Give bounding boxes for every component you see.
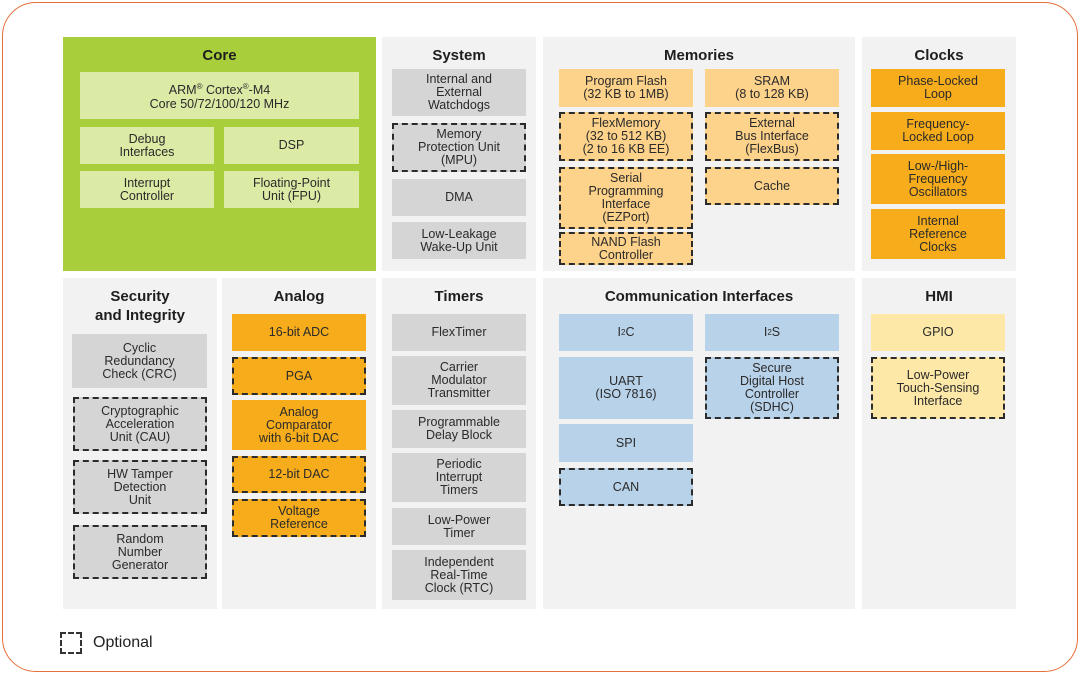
block-mpu: Memory Protection Unit (MPU) bbox=[392, 123, 526, 172]
block-pit: Periodic Interrupt Timers bbox=[392, 453, 526, 502]
block-llwu: Low-Leakage Wake-Up Unit bbox=[392, 222, 526, 259]
cortex-word: Cortex bbox=[202, 83, 243, 98]
block-cache: Cache bbox=[705, 167, 839, 205]
block-interrupt-controller: Interrupt Controller bbox=[80, 171, 214, 208]
block-uart: UART (ISO 7816) bbox=[559, 357, 693, 419]
block-voltage-reference: Voltage Reference bbox=[232, 499, 366, 537]
cortex-m4: -M4 bbox=[248, 83, 271, 98]
block-can: CAN bbox=[559, 468, 693, 506]
block-rng: Random Number Generator bbox=[73, 525, 207, 579]
i2s-s: S bbox=[771, 325, 781, 339]
block-gpio: GPIO bbox=[871, 314, 1005, 351]
block-pdb: Programmable Delay Block bbox=[392, 410, 526, 448]
panel-title-analog: Analog bbox=[273, 288, 325, 305]
panel-title-security: Security and Integrity bbox=[94, 288, 185, 324]
block-flexbus: External Bus Interface (FlexBus) bbox=[705, 112, 839, 161]
panel-clocks: Clocks Phase-Locked Loop Frequency- Lock… bbox=[862, 37, 1016, 271]
block-dsp: DSP bbox=[224, 127, 359, 164]
block-spi: SPI bbox=[559, 424, 693, 462]
block-internal-reference-clocks: Internal Reference Clocks bbox=[871, 209, 1005, 259]
block-debug-interfaces: Debug Interfaces bbox=[80, 127, 214, 164]
panel-memories: Memories Program Flash (32 KB to 1MB) SR… bbox=[543, 37, 855, 271]
panel-timers: Timers FlexTimer Carrier Modulator Trans… bbox=[382, 278, 536, 609]
panel-title-memories: Memories bbox=[663, 47, 735, 64]
block-program-flash: Program Flash (32 KB to 1MB) bbox=[559, 69, 693, 107]
block-cmt: Carrier Modulator Transmitter bbox=[392, 356, 526, 405]
panel-title-communication: Communication Interfaces bbox=[604, 288, 794, 305]
block-hw-tamper: HW Tamper Detection Unit bbox=[73, 460, 207, 514]
panel-hmi: HMI GPIO Low-Power Touch-Sensing Interfa… bbox=[862, 278, 1016, 609]
i2c-i: I bbox=[617, 325, 621, 339]
panel-title-clocks: Clocks bbox=[914, 47, 964, 64]
i2c-sup: 2 bbox=[621, 328, 626, 337]
block-sdhc: Secure Digital Host Controller (SDHC) bbox=[705, 357, 839, 419]
block-analog-comparator: Analog Comparator with 6-bit DAC bbox=[232, 400, 366, 450]
block-ezport: Serial Programming Interface (EZPort) bbox=[559, 167, 693, 229]
legend-optional-label: Optional bbox=[93, 634, 153, 651]
cortex-reg-2: ® bbox=[242, 82, 249, 92]
block-12bit-dac: 12-bit DAC bbox=[232, 456, 366, 493]
block-cortex-m4: ARM® Cortex®-M4 Core 50/72/100/120 MHz bbox=[80, 72, 359, 119]
block-low-power-timer: Low-Power Timer bbox=[392, 508, 526, 545]
block-watchdogs: Internal and External Watchdogs bbox=[392, 69, 526, 116]
block-touch-sensing: Low-Power Touch-Sensing Interface bbox=[871, 357, 1005, 419]
panel-title-timers: Timers bbox=[434, 288, 484, 305]
block-16bit-adc: 16-bit ADC bbox=[232, 314, 366, 351]
i2s-i: I bbox=[763, 325, 768, 339]
block-pll: Phase-Locked Loop bbox=[871, 69, 1005, 107]
panel-security: Security and Integrity Cyclic Redundancy… bbox=[63, 278, 217, 609]
block-flextimer: FlexTimer bbox=[392, 314, 526, 351]
legend: Optional bbox=[60, 631, 153, 655]
i2c-c: C bbox=[625, 325, 635, 339]
cortex-arm: ARM bbox=[168, 83, 197, 98]
legend-optional-swatch bbox=[60, 632, 82, 654]
cortex-line1: ARM® Cortex®-M4 bbox=[169, 80, 270, 97]
block-nand-flash: NAND Flash Controller bbox=[559, 232, 693, 265]
cortex-reg-1: ® bbox=[196, 82, 203, 92]
i2s-sup: 2 bbox=[767, 328, 772, 337]
block-crc: Cyclic Redundancy Check (CRC) bbox=[72, 334, 207, 388]
panel-system: System Internal and External Watchdogs M… bbox=[382, 37, 536, 271]
block-sram: SRAM (8 to 128 KB) bbox=[705, 69, 839, 107]
panel-analog: Analog 16-bit ADC PGA Analog Comparator … bbox=[222, 278, 376, 609]
block-fll: Frequency- Locked Loop bbox=[871, 112, 1005, 150]
panel-core: Core ARM® Cortex®-M4 Core 50/72/100/120 … bbox=[63, 37, 376, 271]
cortex-line2: Core 50/72/100/120 MHz bbox=[149, 96, 290, 111]
panel-title-hmi: HMI bbox=[925, 288, 953, 305]
block-cau: Cryptographic Acceleration Unit (CAU) bbox=[73, 397, 207, 451]
block-oscillators: Low-/High- Frequency Oscillators bbox=[871, 154, 1005, 204]
block-fpu: Floating-Point Unit (FPU) bbox=[224, 171, 359, 208]
panel-title-system: System bbox=[432, 47, 486, 64]
panel-title-core: Core bbox=[202, 47, 237, 64]
block-flexmemory: FlexMemory (32 to 512 KB) (2 to 16 KB EE… bbox=[559, 112, 693, 161]
block-pga: PGA bbox=[232, 357, 366, 395]
block-dma: DMA bbox=[392, 179, 526, 216]
block-rtc: Independent Real-Time Clock (RTC) bbox=[392, 550, 526, 600]
